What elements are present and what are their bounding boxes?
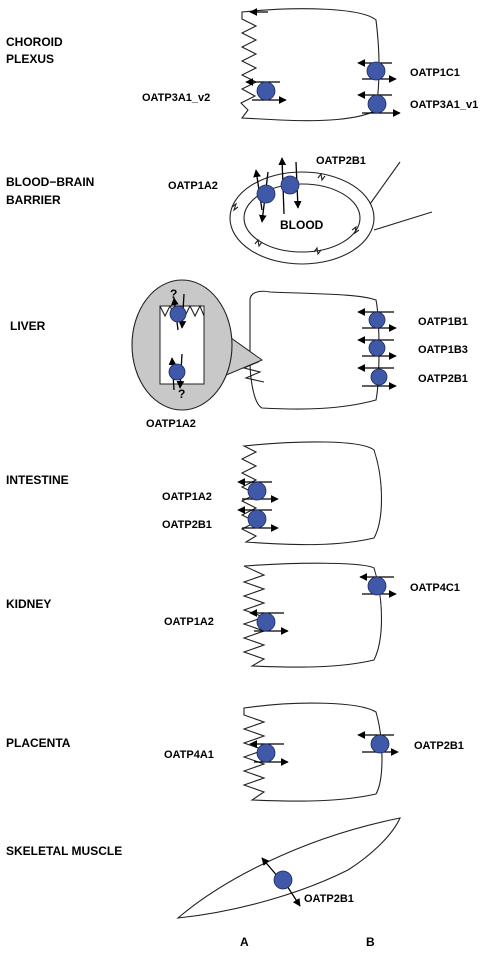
tissue-label-choroid-line1: CHOROID bbox=[6, 35, 63, 49]
question-mark-upper: ? bbox=[170, 287, 177, 301]
transporter-oatp3a1-v2 bbox=[256, 81, 276, 101]
junction-mark bbox=[231, 202, 239, 212]
transporter-label-oatp1a2-intestine: OATP1A2 bbox=[162, 491, 212, 503]
tissue-label-bbb-line2: BARRIER bbox=[6, 193, 61, 207]
placenta-cell-outline bbox=[242, 702, 383, 802]
transporter-oatp2b1-placenta bbox=[370, 734, 390, 754]
intestine-cell-outline bbox=[240, 441, 383, 546]
junction-mark bbox=[313, 246, 322, 256]
axis-label-a: A bbox=[240, 935, 249, 949]
bbb-side-line-2 bbox=[373, 211, 433, 231]
transporter-oatp4c1 bbox=[367, 576, 387, 596]
axis-label-b: B bbox=[366, 935, 375, 949]
transporter-label-oatp2b1-placenta: OATP2B1 bbox=[414, 740, 464, 752]
tissue-label-placenta: PLACENTA bbox=[6, 736, 71, 750]
transporter-label-oatp1c1: OATP1C1 bbox=[410, 67, 460, 79]
transporter-label-oatp4a1: OATP4A1 bbox=[164, 749, 214, 761]
transporter-oatp1a2-liver-upper bbox=[169, 305, 187, 323]
liver-panel: LIVER ? ? OATP1A2 OATP1B1 OATP1B3 OATP2B… bbox=[10, 279, 468, 430]
tissue-label-intestine: INTESTINE bbox=[6, 473, 69, 487]
liver-cell-outline bbox=[249, 290, 380, 410]
junction-mark bbox=[351, 225, 360, 235]
tissue-label-liver: LIVER bbox=[10, 319, 46, 333]
intestine-panel: INTESTINE OATP1A2 OATP2B1 bbox=[6, 441, 383, 546]
transporter-oatp2b1-liver bbox=[370, 368, 388, 386]
transporter-label-oatp1a2-bbb: OATP1A2 bbox=[168, 180, 218, 192]
transporter-oatp1a2-kidney bbox=[256, 612, 276, 632]
transporter-oatp1a2-bbb bbox=[256, 184, 276, 204]
junction-mark bbox=[317, 172, 326, 182]
bbb-inner-wall bbox=[243, 183, 361, 253]
muscle-fiber-outline bbox=[176, 817, 401, 919]
transporter-oatp3a1-v1 bbox=[367, 94, 387, 114]
transporter-oatp1a2-intestine bbox=[247, 481, 267, 501]
transporter-oatp2b1-muscle bbox=[273, 870, 293, 890]
transporter-oatp4a1 bbox=[256, 743, 276, 763]
blood-label: BLOOD bbox=[280, 218, 324, 232]
transporter-label-oatp2b1-bbb: OATP2B1 bbox=[316, 155, 366, 167]
transporter-label-oatp3a1-v2: OATP3A1_v2 bbox=[142, 92, 210, 104]
transporter-oatp1c1 bbox=[366, 61, 386, 81]
blood-brain-barrier-panel: BLOOD−BRAIN BARRIER BLOOD OATP1A2 OATP2B… bbox=[6, 155, 433, 265]
question-mark-lower: ? bbox=[178, 387, 185, 401]
bbb-side-line bbox=[369, 161, 401, 205]
bbb-outer-wall bbox=[229, 171, 375, 265]
tissue-label-kidney: KIDNEY bbox=[6, 597, 51, 611]
transporter-label-oatp1a2-kidney: OATP1A2 bbox=[164, 616, 214, 628]
kidney-panel: KIDNEY OATP1A2 OATP4C1 bbox=[6, 562, 460, 668]
transporter-label-oatp1b3: OATP1B3 bbox=[418, 344, 468, 356]
choroid-cell-outline bbox=[240, 8, 380, 122]
tissue-label-choroid-line2: PLEXUS bbox=[6, 52, 54, 66]
transporter-label-oatp1b1: OATP1B1 bbox=[418, 316, 468, 328]
placenta-panel: PLACENTA OATP4A1 OATP2B1 bbox=[6, 702, 464, 802]
transporter-oatp1b1 bbox=[368, 311, 386, 329]
transporter-label-oatp3a1-v1: OATP3A1_v1 bbox=[410, 99, 478, 111]
junction-mark bbox=[254, 238, 263, 248]
transporter-label-oatp2b1-intestine: OATP2B1 bbox=[162, 519, 212, 531]
transporter-label-oatp4c1: OATP4C1 bbox=[410, 582, 460, 594]
transporter-oatp1b3 bbox=[368, 339, 386, 357]
skeletal-muscle-panel: SKELETAL MUSCLE OATP2B1 bbox=[6, 817, 401, 919]
transporter-label-oatp2b1-muscle: OATP2B1 bbox=[304, 893, 354, 905]
tissue-label-bbb-line1: BLOOD−BRAIN bbox=[6, 175, 94, 189]
tissue-label-muscle: SKELETAL MUSCLE bbox=[6, 844, 122, 858]
transporter-oatp1a2-liver-lower bbox=[168, 363, 186, 381]
choroid-plexus-panel: CHOROID PLEXUS OATP3A1_v2 OATP1C1 OATP3A… bbox=[6, 8, 478, 122]
transporter-label-oatp2b1-liver: OATP2B1 bbox=[418, 373, 468, 385]
transporter-oatp2b1-bbb bbox=[280, 175, 300, 195]
transporter-oatp2b1-intestine bbox=[247, 509, 267, 529]
transporter-label-oatp1a2-liver: OATP1A2 bbox=[146, 418, 196, 430]
